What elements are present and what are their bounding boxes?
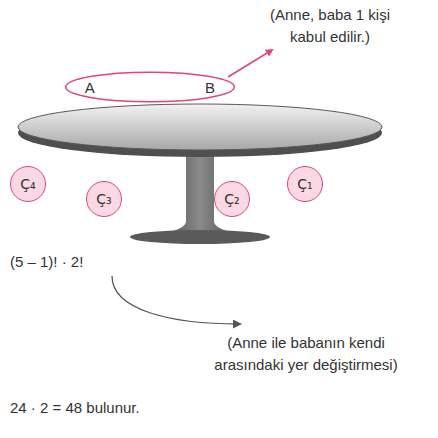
explanation-text: (Anne ile babanın kendi arasındaki yer d… — [202, 332, 410, 376]
child-circle: Ç₃ — [86, 181, 122, 217]
child-label: Ç₂ — [224, 191, 239, 207]
table-top — [18, 104, 382, 150]
formula: (5 – 1)! · 2! — [10, 251, 170, 273]
child-label: Ç₃ — [96, 191, 111, 207]
note-pointer — [228, 50, 272, 77]
parent-ellipse: AB — [64, 71, 236, 103]
explanation-arrow — [112, 276, 240, 324]
child-label: Ç₄ — [20, 176, 35, 192]
child-circle: Ç₂ — [214, 181, 250, 217]
result-text: 24 · 2 = 48 bulunur. — [10, 397, 250, 419]
child-circle: Ç₁ — [287, 166, 323, 202]
child-label: Ç₁ — [297, 176, 312, 192]
parent-letter: A — [85, 79, 95, 96]
note-text: (Anne, baba 1 kişi kabul edilir.) — [252, 4, 408, 48]
table-base — [130, 230, 270, 244]
parent-letter: B — [205, 79, 215, 96]
child-circle: Ç₄ — [10, 166, 46, 202]
table-stem — [160, 148, 240, 234]
